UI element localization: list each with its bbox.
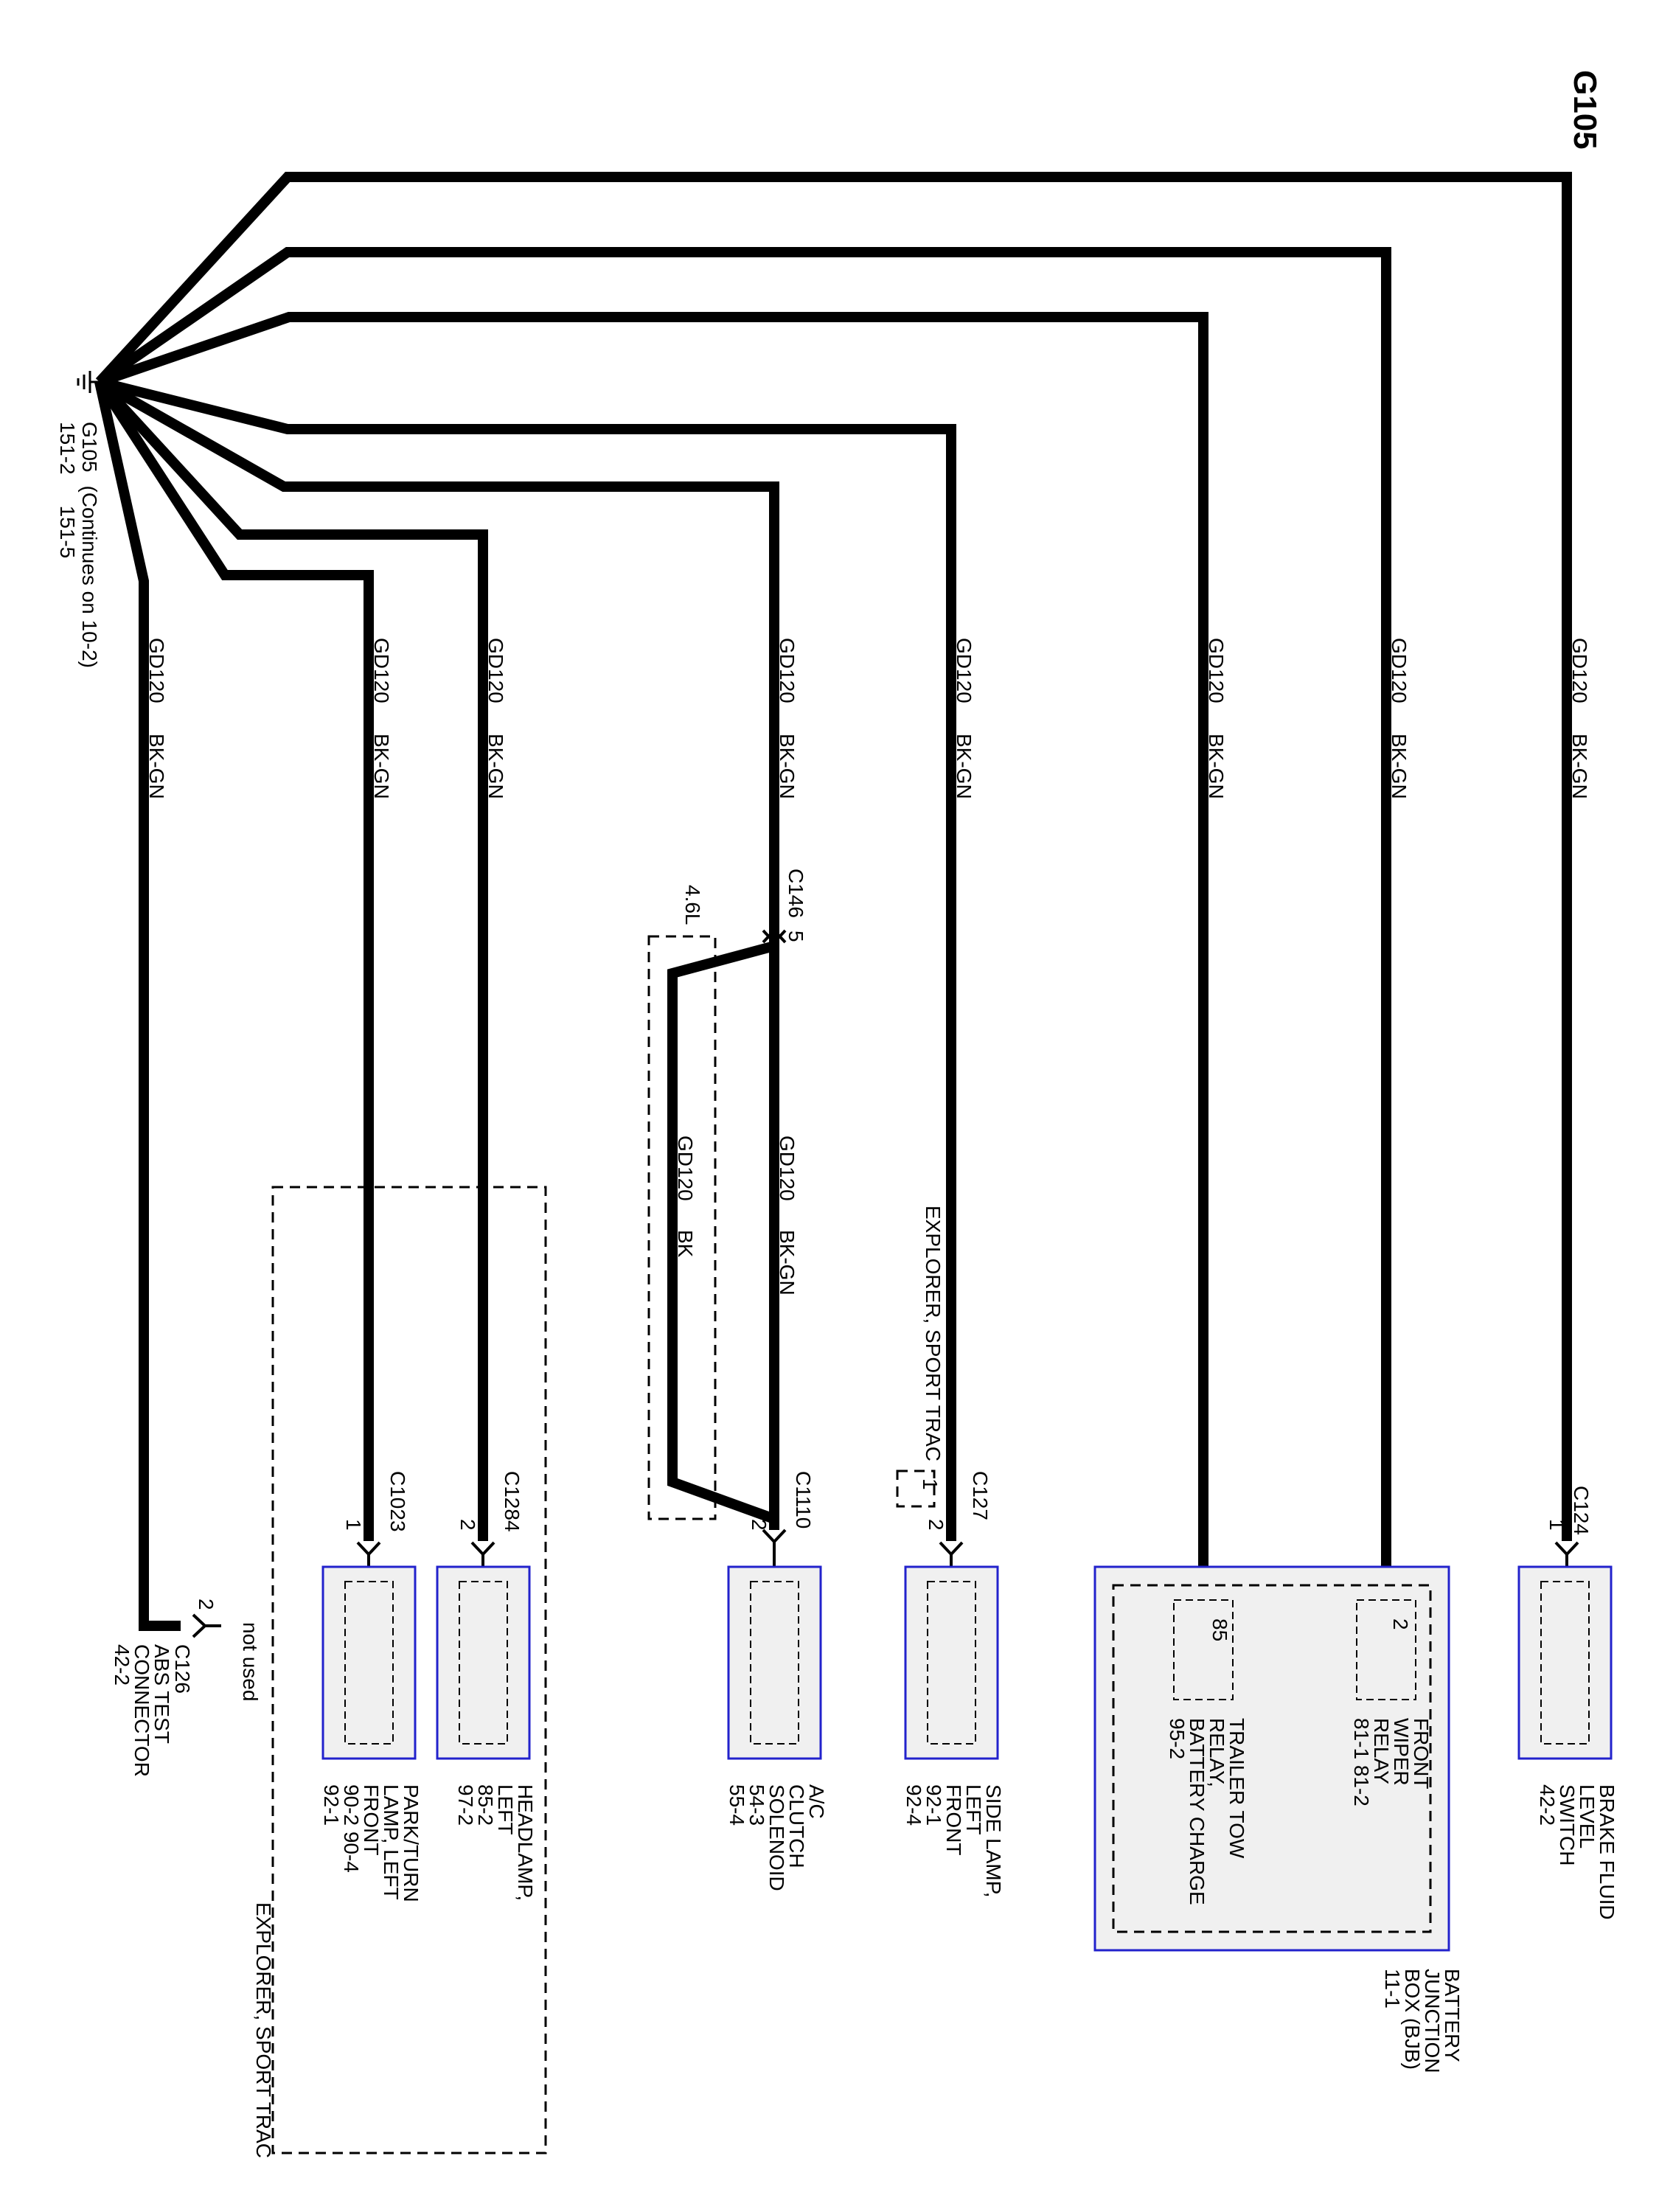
wire-label-jumper: GD120 BK 4.6L [674,885,704,1258]
svg-text:1: 1 [919,1478,942,1490]
connector-c127: C127 2 1 [919,1471,992,1567]
svg-text:BK-GN: BK-GN [776,1230,799,1295]
option-box-4-6l [647,935,717,1520]
svg-text:GD120: GD120 [953,638,975,703]
ground-symbol [77,371,100,393]
svg-text:C1110: C1110 [792,1471,815,1528]
wire-abs-test [94,380,181,1631]
component-brake-fluid-switch: BRAKE FLUIDLEVELSWITCH42-2 [1517,1565,1618,1920]
connector-c1110: C1110 2 [748,1471,815,1567]
svg-text:GD120: GD120 [1568,638,1591,703]
svg-text:BK-GN: BK-GN [1388,734,1411,799]
svg-text:BK-GN: BK-GN [1568,734,1591,799]
svg-text:BK-GN: BK-GN [776,734,799,799]
connector-c1284: C1284 2 [456,1471,524,1567]
svg-text:GD120: GD120 [484,638,507,703]
svg-text:PARK/TURNLAMP, LEFTFRONT90-2: PARK/TURNLAMP, LEFTFRONT90-2 90-492-1 [320,1784,422,1902]
svg-text:2: 2 [748,1519,771,1531]
wire-label-trailer-tow: GD120 BK-GN [1205,638,1228,799]
svg-text:C146: C146 [785,869,807,918]
svg-text:GD120: GD120 [145,638,168,703]
svg-text:BK-GN: BK-GN [1205,734,1228,799]
trailer-tow-relay-label: TRAILER TOWRELAY,BATTERY CHARGE95-2 [1166,1718,1248,1905]
option-label-front-lamps: EXPLORER, SPORT TRAC [252,1902,275,2158]
wire-brake-fluid [95,172,1572,1541]
wire-label-park-turn: GD120 BK-GN [370,638,393,799]
wire-label-side-lamp: GD120 BK-GN [953,638,975,799]
wire-label-headlamp: GD120 BK-GN [484,638,507,799]
wire-label-brake-fluid: GD120 BK-GN [1568,638,1591,799]
option-box-c127-alt [896,1470,936,1508]
wire-label-front-wiper: GD120 BK-GN [1388,638,1411,799]
wire-side-lamp [98,377,956,1541]
svg-text:2: 2 [456,1519,479,1531]
svg-text:4.6L: 4.6L [681,885,704,925]
connector-c146: C146 5 [762,869,807,945]
component-park-turn-lamp: PARK/TURNLAMP, LEFTFRONT90-2 90-492-1 [320,1565,422,1902]
wire-label-ac-clutch: GD120 BK-GN GD120 BK-GN [776,638,799,1295]
svg-text:BRAKE FLUIDLEVELSWITCH42-2: BRAKE FLUIDLEVELSWITCH42-2 [1536,1784,1618,1920]
component-battery-junction-box: 2 85 FRONTWIPERRELAY81-1 81-2 TRAILER TO… [1093,1565,1464,2073]
svg-text:GD120: GD120 [674,1135,697,1201]
svg-text:GD120: GD120 [370,638,393,703]
page-title: G105 [1567,70,1603,150]
svg-text:2: 2 [195,1599,218,1610]
connector-c124: C124 1 [1545,1486,1593,1567]
svg-text:5: 5 [785,931,807,942]
option-label-side-lamp: EXPLORER, SPORT TRAC [922,1206,945,1461]
svg-text:C127: C127 [969,1471,992,1520]
svg-text:BK-GN: BK-GN [484,734,507,799]
svg-text:C124: C124 [1570,1486,1593,1535]
connector-c126: 2 not used C126 [171,1599,262,1701]
front-wiper-pin: 2 [1389,1618,1412,1630]
svg-text:1: 1 [342,1519,365,1531]
wire-ac-jumper [667,941,776,1524]
wire-park-turn [95,379,374,1541]
wire-headlamp [95,378,488,1541]
svg-text:GD120: GD120 [776,1135,799,1201]
svg-text:1: 1 [1545,1519,1568,1531]
component-side-lamp-left-front: SIDE LAMP,LEFTFRONT92-192-4 [902,1565,1005,1898]
svg-text:A/CCLUTCHSOLENOID54-355-4: A/CCLUTCHSOLENOID54-355-4 [726,1784,828,1891]
front-wiper-relay-label: FRONTWIPERRELAY81-1 81-2 [1350,1718,1433,1806]
bjb-label: BATTERYJUNCTIONBOX (BJB)11-1 [1381,1969,1464,2073]
svg-text:BK-GN: BK-GN [953,734,975,799]
option-box-explorer-sport-trac [271,1186,547,2154]
svg-text:BK-GN: BK-GN [370,734,393,799]
svg-text:2: 2 [925,1519,947,1531]
svg-text:C126: C126 [171,1644,194,1694]
wire-front-wiper [97,247,1391,1567]
svg-text:GD120: GD120 [776,638,799,703]
svg-text:not used: not used [239,1622,262,1701]
svg-text:C1023: C1023 [386,1471,409,1532]
component-headlamp-left: HEADLAMP,LEFT85-297-2 [436,1565,537,1901]
svg-text:GD120: GD120 [1205,638,1228,703]
svg-text:C1284: C1284 [501,1471,524,1532]
wire-label-abs-test: GD120 BK-GN [145,638,168,799]
svg-text:HEADLAMP,LEFT85-297-2: HEADLAMP,LEFT85-297-2 [454,1784,537,1901]
ground-label: G105(Continues on 10-2) 151-2151-5 [56,422,101,668]
component-abs-test-connector: ABS TESTCONNECTOR42-2 [111,1644,173,1777]
svg-text:ABS TESTCONNECTOR42-2: ABS TESTCONNECTOR42-2 [111,1644,173,1777]
svg-text:BK-GN: BK-GN [145,734,168,799]
wire-trailer-tow [97,312,1208,1567]
svg-text:G105(Continues on 10-2): G105(Continues on 10-2) [78,422,101,668]
component-ac-clutch-solenoid: A/CCLUTCHSOLENOID54-355-4 [726,1565,828,1891]
connector-c1023: C1023 1 [342,1471,409,1567]
svg-text:GD120: GD120 [1388,638,1411,703]
svg-text:SIDE LAMP,LEFTFRONT92-192-4: SIDE LAMP,LEFTFRONT92-192-4 [902,1784,1005,1898]
svg-text:BK: BK [674,1230,697,1258]
trailer-tow-pin: 85 [1208,1618,1231,1641]
svg-text:151-2151-5: 151-2151-5 [56,422,79,558]
wire-ac-clutch [97,377,779,1530]
